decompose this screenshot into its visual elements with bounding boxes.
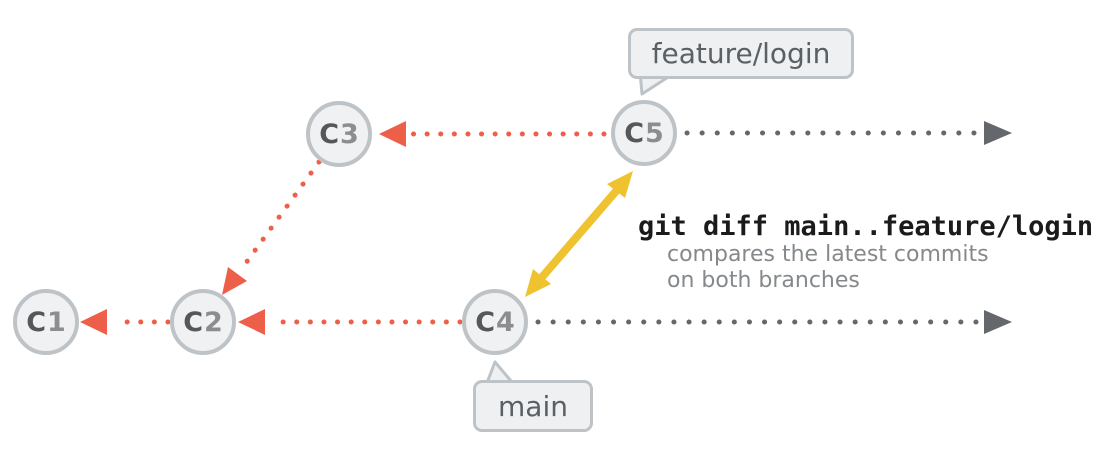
diff-arrow-shaft [539,186,621,280]
diff-arrow-head-top [607,171,633,198]
timeline-main-arrowhead [984,310,1012,334]
branch-tag-main-label: main [498,389,568,423]
branch-tag-main: main [473,380,593,432]
commit-node-c4-digit: 4 [496,306,515,338]
edge-c2-c1-arrowhead [80,309,107,335]
commit-node-c1-digit: 1 [47,306,66,338]
edge-c4-c2-arrowhead [238,309,265,335]
edge-c3-c2-arrowhead [222,267,247,295]
edge-c3-c2-dots [240,159,322,270]
commit-node-c5-letter: C [624,117,645,149]
commit-node-c3-letter: C [319,118,340,150]
command-description-line1: compares the latest commits [667,242,989,267]
command-description-line2: on both branches [667,268,860,293]
diff-arrow-head-bottom [525,269,551,297]
edge-c5-c3-arrowhead [379,121,406,147]
branch-tag-feature-login-label: feature/login [651,37,831,70]
branch-tag-feature-login: feature/login [628,28,854,79]
git-diff-command: git diff main..feature/login [638,211,1094,242]
commit-node-c1-letter: C [26,306,47,338]
command-description: compares the latest commits on both bran… [667,242,989,294]
commit-node-c5-digit: 5 [645,117,664,149]
commit-node-c2-letter: C [183,306,204,338]
commit-node-c2-digit: 2 [204,306,223,338]
commit-node-c3-digit: 3 [340,118,359,150]
timeline-feature-arrowhead [984,121,1012,145]
commit-node-c4-letter: C [475,306,496,338]
